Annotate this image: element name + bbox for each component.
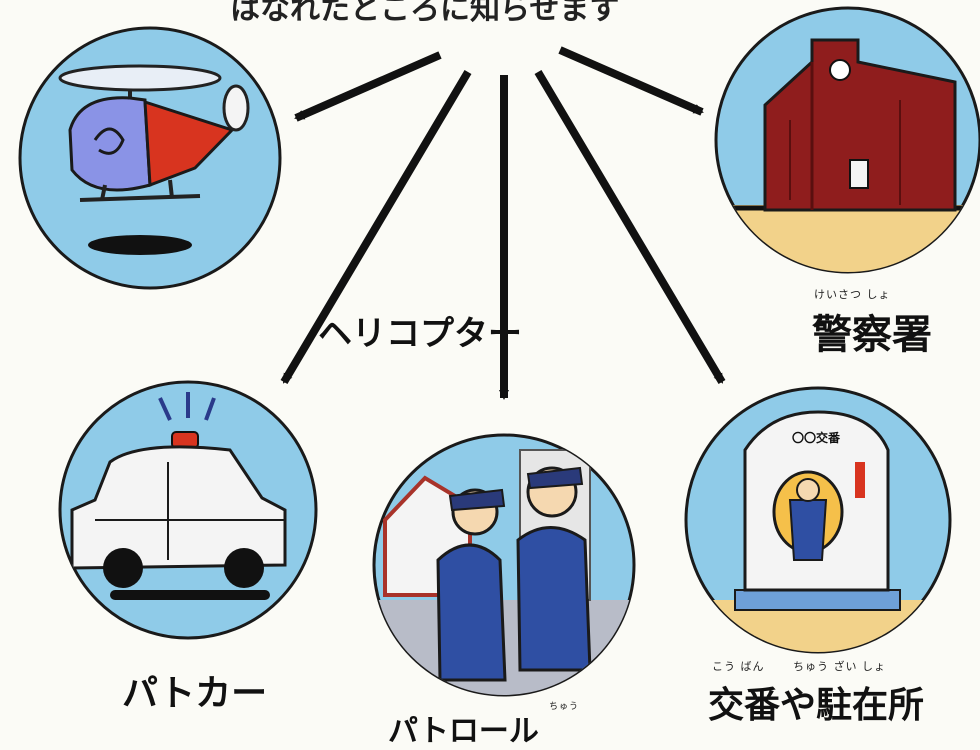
patrol-car-label: パトカー: [122, 673, 268, 714]
arrows: [280, 46, 726, 400]
police-station-label: 警察署: [812, 312, 932, 358]
patrol-car-icon: [70, 392, 287, 600]
patrol-car-node: [58, 380, 318, 640]
helicopter-node: [18, 26, 282, 290]
officers-node: [372, 433, 636, 697]
koban-node: 〇〇交番: [684, 386, 952, 654]
police-station-ruby: けいさつ しょ: [814, 288, 891, 301]
arrow-to-koban: [534, 69, 726, 385]
arrow-to-helicopter: [294, 51, 442, 122]
koban-sign: 〇〇交番: [792, 430, 841, 445]
top-caption: はなれたところに知らせます: [230, 0, 620, 27]
arrow-to-patrol-car: [280, 69, 472, 385]
helicopter-icon: [58, 64, 250, 255]
police-station-node: [714, 6, 980, 274]
helicopter-label: ヘリコプター: [318, 314, 522, 354]
diagram-canvas: 〇〇交番: [18, 6, 980, 697]
koban-ruby: こう ばん ちゅう ざい しょ: [712, 660, 886, 673]
officers-label: パトロール: [388, 714, 539, 749]
koban-label: 交番や駐在所: [708, 685, 925, 726]
arrow-to-police-station: [558, 46, 704, 116]
officers-ruby: ちゅう: [549, 702, 580, 712]
